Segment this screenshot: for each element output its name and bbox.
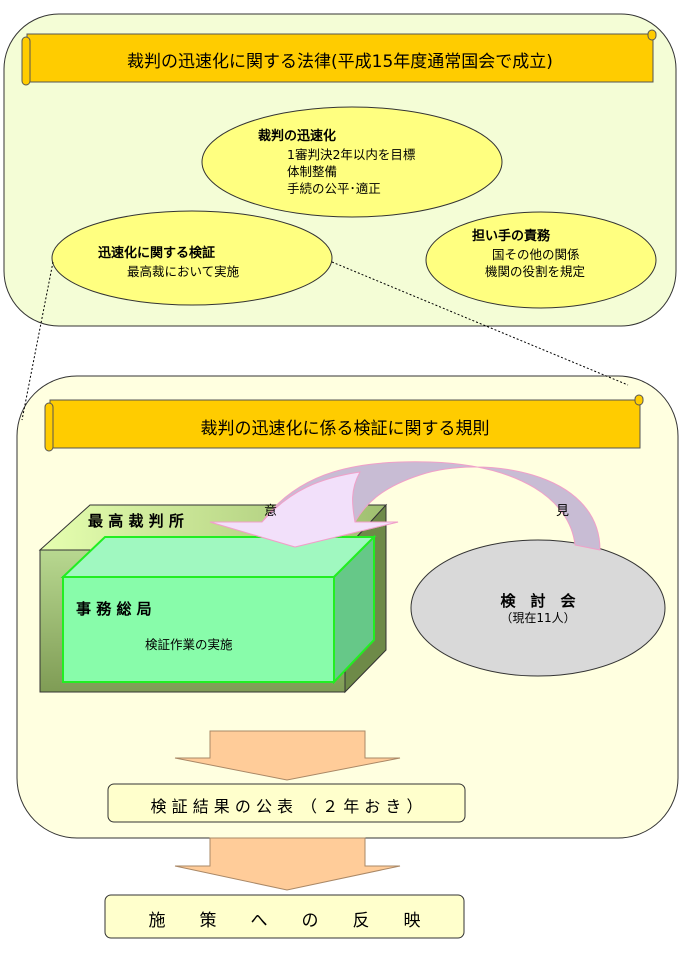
secretariat-task: 検証作業の実施 <box>145 637 233 652</box>
council-name: 検 討 会 <box>500 592 576 610</box>
rule-title: 裁判の迅速化に係る検証に関する規則 <box>200 419 490 439</box>
reflection-box <box>104 894 465 939</box>
secretariat-label: 事 務 総 局 <box>76 600 152 618</box>
rule-title-banner <box>44 394 644 452</box>
responsibility-line: 国その他の関係 <box>492 247 580 262</box>
connector-right <box>331 261 629 386</box>
law-title: 裁判の迅速化に関する法律(平成15年度通常国会で成立) <box>127 52 553 72</box>
speed-line: 手続の公平･適正 <box>287 181 381 196</box>
responsibility-line: 機関の役割を規定 <box>485 264 586 279</box>
down-arrow-2 <box>174 837 401 891</box>
down-arrow-1 <box>174 730 401 781</box>
council-members: （現在11人） <box>500 611 576 625</box>
verification-heading: 迅速化に関する検証 <box>98 246 216 261</box>
speed-heading: 裁判の迅速化 <box>258 129 337 144</box>
law-title-banner <box>21 29 657 86</box>
secretariat-box <box>60 534 377 685</box>
reflection-label: 施 策 へ の 反 映 <box>148 911 421 931</box>
publication-label: 検 証 結 果 の 公 表 （ ２ 年 お き ） <box>150 797 423 816</box>
verification-line: 最高裁において実施 <box>127 264 240 279</box>
responsibility-heading: 担い手の責務 <box>472 229 551 244</box>
opinion-right-label: 見 <box>556 504 570 519</box>
publication-box <box>107 783 466 823</box>
speed-ellipse <box>201 106 503 218</box>
responsibility-ellipse <box>425 211 657 309</box>
council-ellipse <box>410 539 666 677</box>
speed-line: 体制整備 <box>287 164 338 179</box>
speed-line: 1審判決2年以内を目標 <box>287 147 416 162</box>
connector-left <box>21 261 54 421</box>
verification-ellipse <box>51 210 333 306</box>
opinion-arrow-head <box>209 471 399 548</box>
opinion-left-label: 意 <box>264 504 278 519</box>
supreme-court-label: 最 高 裁 判 所 <box>88 512 184 530</box>
